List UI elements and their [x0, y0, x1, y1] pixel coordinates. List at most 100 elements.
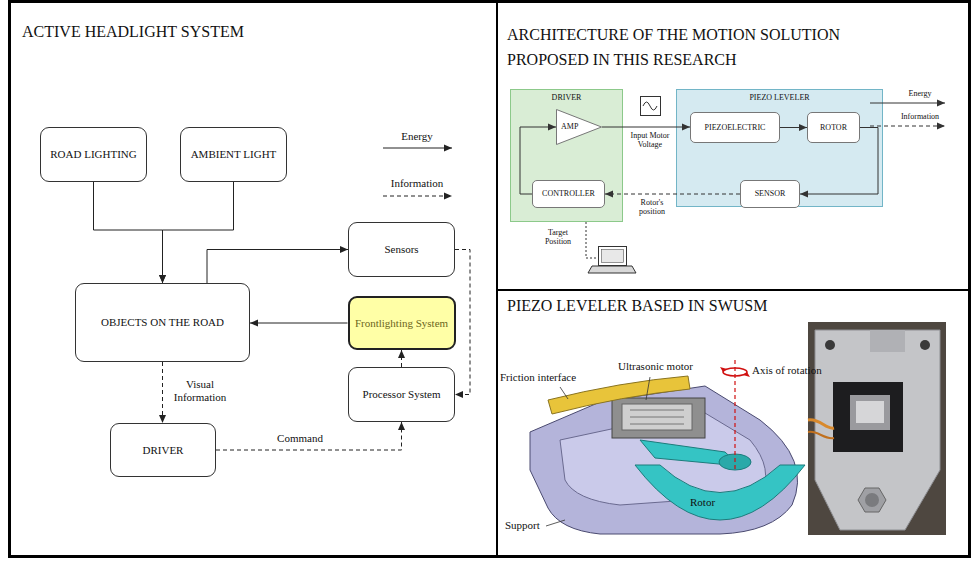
legend-line — [383, 148, 452, 149]
node-label: Sensors — [384, 243, 418, 256]
prototype-photo-shape — [808, 432, 834, 439]
part-label: Target Position — [536, 228, 580, 246]
process-box: DRIVER — [110, 423, 216, 477]
prototype-photo-shape — [870, 330, 905, 352]
legend-sample — [383, 193, 452, 200]
panel-title: ARCHITECTURE OF THE MOTION SOLUTION PROP… — [507, 22, 907, 72]
part-label-holder: Friction interface — [500, 371, 576, 384]
sine-icon — [641, 97, 661, 116]
arrow-head — [455, 391, 463, 398]
legend-text-holder: Information — [901, 112, 939, 121]
arrow-head — [159, 415, 166, 423]
legend-text-holder: Energy — [401, 130, 433, 143]
sine-icon-shape — [641, 97, 661, 116]
prototype-photo-shape — [858, 488, 886, 512]
legend-arrow-head — [937, 123, 945, 130]
connector-line — [250, 323, 348, 324]
node-label: ROAD LIGHTING — [50, 148, 136, 161]
edge-label-holder: Input Motor Voltage — [627, 131, 673, 149]
arrow-head — [398, 350, 405, 358]
node-label: CONTROLLER — [542, 189, 595, 198]
part-label: Axis of rotation — [752, 364, 822, 377]
legend-arrow-head — [444, 193, 452, 200]
process-box: CONTROLLER — [532, 180, 605, 208]
panel-title: ACTIVE HEADLIGHT SYSTEM — [22, 22, 496, 42]
legend-text: Information — [901, 112, 939, 121]
process-box: Frontlighting System — [348, 296, 456, 350]
node-label: DRIVER — [143, 444, 184, 457]
rotation-axis-shape — [720, 367, 727, 372]
legend-sample — [383, 145, 452, 152]
edge-label: Visual Information — [165, 378, 235, 403]
legend-text: Energy — [401, 130, 433, 143]
prototype-photo — [808, 322, 946, 535]
process-box: PIEZOELECTRIC — [690, 112, 780, 143]
legend-text-holder: Information — [391, 177, 444, 190]
ultrasonic-motor — [612, 398, 705, 438]
panel-title: PIEZO LEVELER BASED IN SWUSM — [507, 296, 969, 316]
connector-line — [207, 250, 348, 284]
group-region: DRIVERAMPCONTROLLER — [510, 89, 623, 222]
legend-arrow-head — [444, 145, 452, 152]
node-label: Processor System — [363, 388, 441, 401]
process-box: ROAD LIGHTING — [40, 127, 147, 182]
prototype-photo-shape — [808, 322, 946, 535]
prototype-photo-shape — [850, 395, 890, 430]
energy-arrow — [250, 320, 348, 327]
prototype-photo-shape — [825, 340, 835, 350]
legend-text-holder: Energy — [909, 89, 932, 98]
laptop-icon-shape — [588, 266, 636, 273]
edge-label-holder: Rotor's position — [632, 198, 672, 216]
process-box: Sensors — [348, 222, 455, 277]
prototype-photo-shape — [920, 340, 930, 350]
process-box: AMBIENT LIGHT — [180, 127, 287, 182]
legend-text: Energy — [909, 89, 932, 98]
connector-line — [94, 182, 163, 283]
arrow-head — [159, 275, 166, 283]
legend-arrow-head — [937, 100, 945, 107]
part-label-holder: Axis of rotation — [752, 364, 822, 377]
leader-line-shape — [646, 377, 650, 400]
connector-line — [216, 422, 402, 450]
amplifier-outline — [557, 110, 602, 145]
connector-line — [163, 182, 234, 283]
process-box: OBJECTS ON THE ROAD — [75, 283, 250, 362]
part-label-holder: Rotor — [690, 496, 715, 509]
edge-label: Input Motor Voltage — [627, 131, 673, 149]
rotor-part — [635, 440, 805, 520]
ultrasonic-motor-shape — [630, 424, 684, 425]
part-label: Support — [505, 519, 540, 532]
leader-line-shape — [546, 520, 565, 526]
information-arrow — [159, 362, 166, 423]
process-box: ROTOR — [807, 112, 860, 143]
connector-line — [455, 250, 470, 395]
information-arrow — [455, 250, 470, 399]
group-region: PIEZO LEVELER PIEZOELECTRIC ROTOR SENSOR — [676, 89, 883, 207]
node-label: PIEZOELECTRIC — [705, 123, 766, 132]
amplifier-triangle: AMP — [556, 109, 602, 145]
group-label: PIEZO LEVELER — [682, 93, 877, 102]
node-label: SENSOR — [755, 189, 786, 198]
prototype-photo-shape — [815, 330, 940, 530]
legend-line — [383, 196, 452, 197]
arrow-head — [250, 320, 258, 327]
node-label: OBJECTS ON THE ROAD — [101, 316, 224, 329]
energy-arrow — [94, 182, 167, 283]
part-label: Ultrasonic motor — [618, 360, 693, 373]
part-label-holder: Support — [505, 519, 540, 532]
laptop-icon-shape — [602, 250, 624, 263]
information-arrow — [216, 422, 405, 450]
rotation-axis-shape — [743, 372, 750, 377]
edge-label-holder: Visual Information — [165, 378, 235, 403]
part-label: Rotor — [690, 496, 715, 509]
laptop-icon — [588, 247, 636, 274]
laptop-icon-shape — [599, 247, 627, 266]
node-label: AMBIENT LIGHT — [191, 148, 277, 161]
arrow-head — [159, 275, 166, 283]
part-label: Friction interface — [500, 371, 576, 384]
rotation-axis — [720, 360, 750, 470]
sine-icon-shape — [643, 102, 657, 110]
